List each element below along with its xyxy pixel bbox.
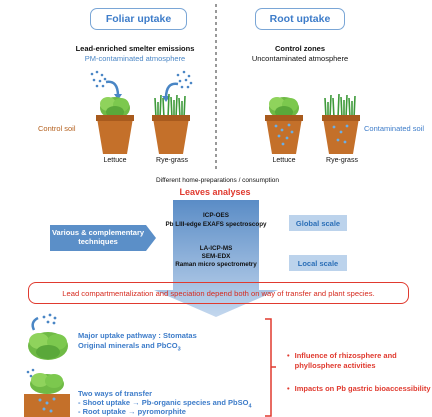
- particle-dots-icon: [176, 70, 193, 89]
- plant-label-lettuce: Lettuce: [103, 157, 127, 164]
- impact-text-1: Influence of rhizosphere and phyllospher…: [294, 351, 397, 370]
- down-arrow-icon: [154, 200, 278, 317]
- particle-dots-icon: [90, 70, 107, 88]
- bullet-dot: •: [287, 351, 290, 360]
- root-uptake-header: Root uptake: [255, 8, 345, 30]
- conclusion-box: Lead compartmentalization and speciation…: [28, 282, 409, 304]
- lettuce-pot-contaminated-icon: [265, 97, 303, 154]
- plant-label-ryegrass: Rye-grass: [156, 157, 188, 164]
- plant-label-lettuce: Lettuce: [272, 157, 296, 164]
- foliar-result-line2-sub: 3: [177, 346, 181, 353]
- control-soil-label: Control soil: [38, 124, 76, 133]
- global-scale-badge: Global scale: [289, 215, 347, 231]
- impact-bullet-2: • Impacts on Pb gastric bioaccessibility: [287, 384, 432, 394]
- root-result-line2: - Shoot uptake → Pb-organic species and …: [78, 398, 252, 412]
- lettuce-soil-icon: [24, 368, 70, 417]
- root-result-line1: Two ways of transfer: [78, 389, 153, 398]
- technique-raman: Raman micro spectrometry: [175, 261, 257, 268]
- technique-icp-oes: ICP-OES: [203, 212, 229, 219]
- ryegrass-pot-icon: [152, 93, 190, 154]
- root-group-title: Control zones: [275, 44, 325, 53]
- curved-arrow-icon: [162, 82, 179, 102]
- root-result-line2-sub: 4: [248, 403, 252, 410]
- plant-label-ryegrass: Rye-grass: [326, 157, 358, 164]
- impact-text-2: Impacts on Pb gastric bioaccessibility: [294, 384, 431, 393]
- root-result-line3: - Root uptake → pyromorphite: [78, 407, 186, 416]
- contaminated-soil-label: Contaminated soil: [364, 124, 425, 133]
- technique-la-icp-ms: LA-ICP-MS: [199, 245, 233, 252]
- local-scale-badge: Local scale: [289, 255, 347, 271]
- technique-sem-edx: SEM-EDX: [201, 253, 231, 260]
- technique-exafs: Pb LIII-edge EXAFS spectroscopy: [165, 221, 267, 228]
- foliar-group-title: Lead-enriched smelter emissions: [75, 44, 195, 53]
- foliar-result-line1: Major uptake pathway : Stomatas: [78, 331, 197, 340]
- red-bracket: [265, 318, 276, 417]
- ryegrass-pot-contaminated-icon: [322, 93, 360, 154]
- foliar-uptake-header: Foliar uptake: [90, 8, 187, 30]
- leaves-analyses-title: Leaves analyses: [179, 187, 251, 197]
- lettuce-leaf-icon: [28, 313, 68, 360]
- bullet-dot: •: [287, 384, 290, 393]
- dashed-divider: [215, 4, 217, 172]
- foliar-result-line2: Original minerals and PbCO3: [78, 341, 181, 355]
- side-arrow-shape: [50, 225, 156, 251]
- root-result-line2-text: - Shoot uptake → Pb-organic species and …: [78, 398, 249, 407]
- preparation-text: Different home-preparations / consumptio…: [155, 177, 280, 184]
- curved-arrow-icon: [105, 80, 122, 100]
- foliar-result-line2-text: Original minerals and PbCO: [78, 341, 178, 350]
- techniques-side-box: Various & complementary techniques: [51, 228, 145, 246]
- foliar-group-subtitle: PM-contaminated atmosphere: [84, 54, 186, 63]
- lettuce-pot-icon: [96, 97, 134, 154]
- impact-bullet-1: • Influence of rhizosphere and phyllosph…: [287, 351, 432, 371]
- root-group-subtitle: Uncontaminated atmosphere: [251, 54, 349, 63]
- conclusion-text: Lead compartmentalization and speciation…: [62, 288, 375, 298]
